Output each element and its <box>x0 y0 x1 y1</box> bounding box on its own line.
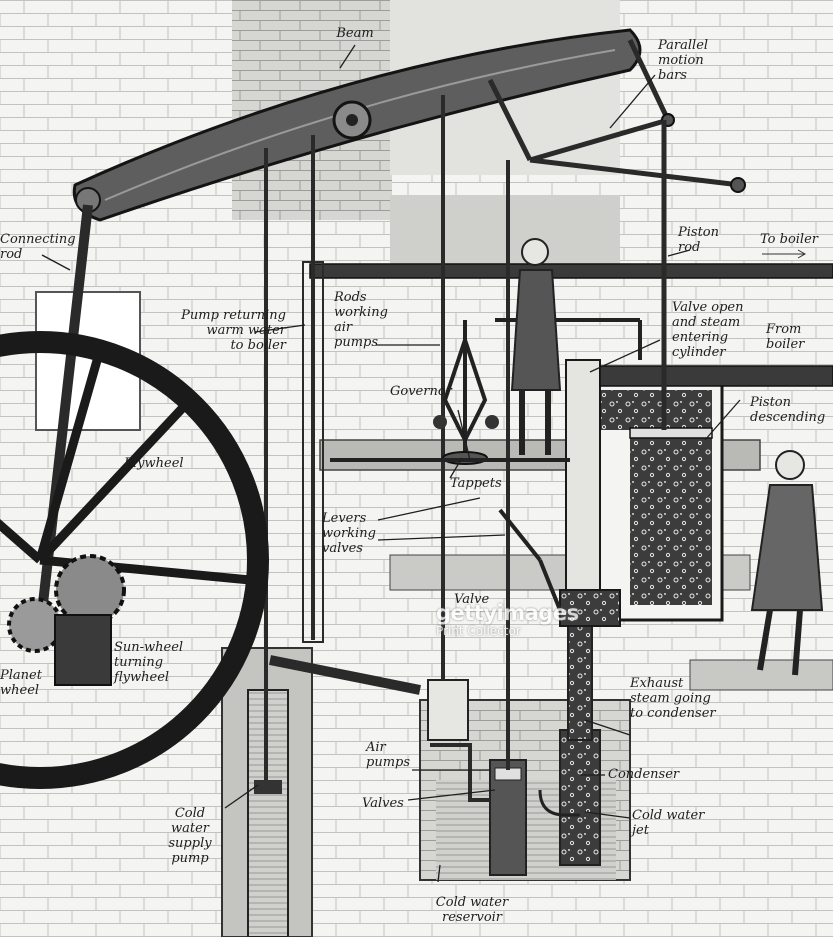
lower-right-foundation <box>620 690 833 937</box>
label-connecting-rod: Connecting rod <box>0 232 76 262</box>
watermark-credit: Print Collector <box>436 624 521 638</box>
cylinder-steam-body <box>630 430 712 605</box>
label-condenser: Condenser <box>608 767 680 782</box>
label-levers-working-valves: Levers working valves <box>322 511 376 556</box>
leader-lines <box>41 44 741 883</box>
air-pump-connecting-pipe <box>430 743 490 802</box>
flywheel-bearing-block <box>54 614 112 686</box>
cold-water-supply-pipe <box>269 655 421 695</box>
valve-lever-1 <box>498 508 542 562</box>
label-valve-open-steam-entering: Valve open and steam entering cylinder <box>672 300 744 360</box>
label-cold-water-jet: Cold water jet <box>632 808 705 838</box>
parallel-motion-bar-1 <box>627 38 671 122</box>
label-piston-rod: Piston rod <box>678 225 719 255</box>
supply-pump-plunger <box>254 780 282 794</box>
label-rods-working-air-pumps: Rods working air pumps <box>334 290 388 350</box>
steam-inlet-pipe <box>599 365 833 387</box>
sun-wheel-gear <box>54 554 126 626</box>
valve-lever-2 <box>538 559 562 611</box>
label-piston-descending: Piston descending <box>750 395 826 425</box>
parallel-motion-bar-3 <box>529 157 741 188</box>
label-exhaust-steam: Exhaust steam going to condenser <box>630 676 716 721</box>
label-cold-water-reservoir: Cold water reservoir <box>435 895 509 925</box>
parallel-motion-bar-2 <box>529 117 669 163</box>
cylinder-steam-top <box>596 390 712 430</box>
label-governor: Governor <box>390 384 452 399</box>
label-pump-returning-warm-water: Pump returning warm water to boiler <box>181 308 286 353</box>
beam-support-wall <box>390 195 620 265</box>
label-cold-water-supply-pump: Cold water supply pump <box>168 806 212 866</box>
label-from-boiler: From boiler <box>766 322 805 352</box>
warm-water-pipe-to-boiler <box>309 263 833 279</box>
descending-piston <box>629 427 713 439</box>
boiler-arrows <box>762 249 807 259</box>
label-beam: Beam <box>336 26 374 41</box>
label-to-boiler: To boiler <box>760 232 818 247</box>
cold-water-jet-pipe <box>538 789 580 817</box>
label-air-pumps: Air pumps <box>366 740 411 770</box>
label-valve: Valve <box>454 592 490 607</box>
exhaust-valve-box <box>559 589 621 627</box>
label-valves: Valves <box>362 796 404 811</box>
label-sun-wheel: Sun-wheel turning flywheel <box>114 640 184 685</box>
beam-pivot-pin <box>346 114 358 126</box>
label-parallel-motion-bars: Parallel motion bars <box>658 38 709 83</box>
air-pump-upper <box>427 679 469 741</box>
warm-water-pump-column <box>302 261 324 643</box>
watermark: gettyimages Print Collector <box>436 602 581 638</box>
parallel-motion-bar-4 <box>487 78 533 162</box>
label-tappets: Tappets <box>450 476 502 491</box>
condenser-vessel <box>559 729 601 866</box>
parallel-motion-anchor <box>730 177 746 193</box>
planet-wheel-gear <box>7 597 63 653</box>
flywheel-rim <box>0 331 269 789</box>
watermark-brand: gettyimages <box>436 601 579 625</box>
engineer-figure-platform <box>510 238 562 455</box>
label-flywheel: Flywheel <box>124 456 184 471</box>
label-planet-wheel: Planet wheel <box>0 668 42 698</box>
valve-chest <box>565 359 601 621</box>
engineer-figure-floor <box>750 450 824 676</box>
